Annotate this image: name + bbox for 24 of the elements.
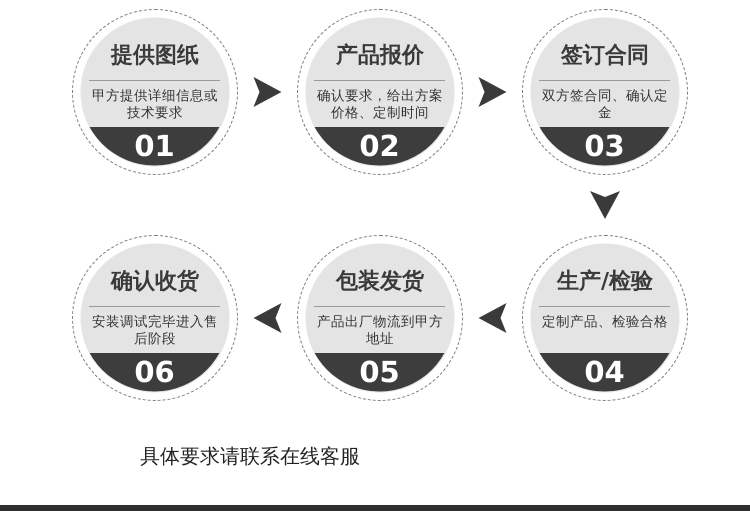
arrow (254, 77, 282, 107)
arrow (478, 303, 506, 333)
step-description: 双方签合同、确认定金 (541, 88, 669, 122)
arrow (478, 77, 506, 107)
step-number: 01 (134, 128, 175, 162)
step-title: 包装发货 (336, 268, 424, 296)
step-description: 安装调试完毕进入售后阶段 (91, 314, 219, 348)
step-description: 产品出厂物流到甲方地址 (316, 314, 444, 348)
step-title: 提供图纸 (111, 42, 199, 70)
step-title: 确认收货 (111, 268, 199, 296)
arrow (590, 191, 620, 219)
step-title: 生产/检验 (556, 268, 654, 296)
note-text: 具体要求请联系在线客服 (140, 443, 360, 470)
step-number: 06 (134, 354, 175, 388)
step-title: 签订合同 (561, 42, 649, 70)
step-number: 02 (359, 128, 400, 162)
step-number: 04 (584, 354, 625, 388)
arrow (254, 303, 282, 333)
step-description: 定制产品、检验合格 (542, 314, 668, 331)
step-description: 甲方提供详细信息或技术要求 (91, 88, 219, 122)
step-number: 03 (584, 128, 625, 162)
step-number: 05 (359, 354, 400, 388)
step-description: 确认要求，给出方案价格、定制时间 (316, 88, 444, 122)
step-title: 产品报价 (336, 42, 424, 70)
